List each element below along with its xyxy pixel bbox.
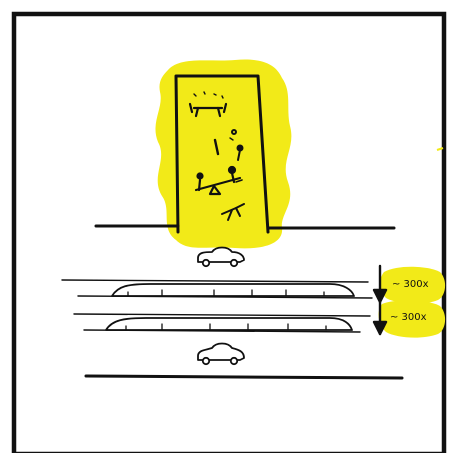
annotation-lower: ~ 300x xyxy=(390,312,427,323)
annotation-upper: ~ 300x xyxy=(392,279,429,290)
street-edge-bottom xyxy=(86,376,402,378)
